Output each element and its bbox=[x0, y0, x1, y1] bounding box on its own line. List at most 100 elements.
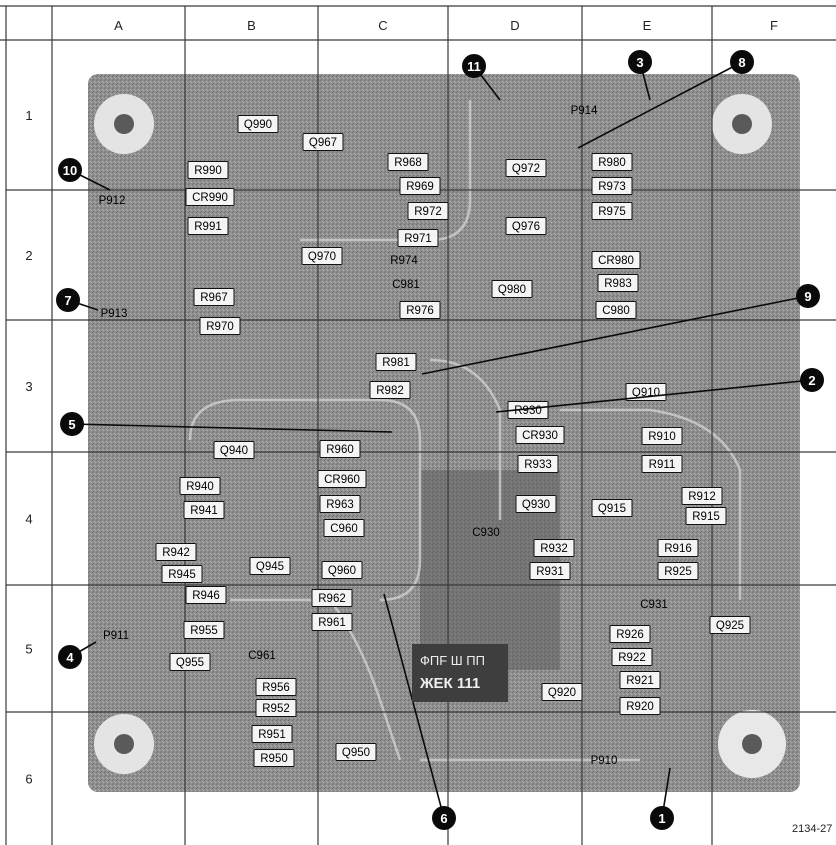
column-label-a: A bbox=[114, 18, 123, 33]
component-label-text: CR980 bbox=[598, 255, 634, 267]
component-label-q967: Q967 bbox=[302, 133, 344, 151]
component-label-r933: R933 bbox=[517, 455, 559, 473]
mounting-hole-icon bbox=[718, 710, 786, 778]
component-label-text: R955 bbox=[190, 625, 218, 637]
callout-number: 2 bbox=[808, 373, 815, 388]
component-label-q980: Q980 bbox=[491, 280, 533, 298]
component-label-text: C981 bbox=[392, 279, 420, 291]
component-label-text: C930 bbox=[472, 527, 500, 539]
component-label-text: Q930 bbox=[522, 499, 550, 511]
component-label-text: R970 bbox=[206, 321, 234, 333]
callout-4: 4 bbox=[58, 645, 82, 669]
component-label-p911: P911 bbox=[103, 630, 129, 642]
component-label-p913: P913 bbox=[101, 308, 128, 320]
component-label-q972: Q972 bbox=[505, 159, 547, 177]
component-label-r975: R975 bbox=[591, 202, 633, 220]
component-label-r961: R961 bbox=[311, 613, 353, 631]
component-label-text: R975 bbox=[598, 206, 626, 218]
component-label-text: R946 bbox=[192, 590, 220, 602]
component-label-text: C931 bbox=[640, 599, 668, 611]
component-label-text: R925 bbox=[664, 566, 692, 578]
callout-leader-9 bbox=[421, 295, 809, 375]
component-label-r968: R968 bbox=[387, 153, 429, 171]
component-label-p914: P914 bbox=[571, 105, 598, 117]
callout-5: 5 bbox=[60, 412, 84, 436]
callout-number: 10 bbox=[63, 163, 77, 178]
callout-7: 7 bbox=[56, 288, 80, 312]
component-label-r945: R945 bbox=[161, 565, 203, 583]
component-label-r916: R916 bbox=[657, 539, 699, 557]
component-label-r946: R946 bbox=[185, 586, 227, 604]
component-label-text: R926 bbox=[616, 629, 644, 641]
component-label-text: Q955 bbox=[176, 657, 204, 669]
component-label-text: R950 bbox=[260, 753, 288, 765]
component-label-text: R956 bbox=[262, 682, 290, 694]
component-label-text: R951 bbox=[258, 729, 286, 741]
callout-number: 3 bbox=[636, 55, 643, 70]
component-label-r969: R969 bbox=[399, 177, 441, 195]
component-label-text: P910 bbox=[591, 755, 618, 767]
component-label-r952: R952 bbox=[255, 699, 297, 717]
callout-2: 2 bbox=[800, 368, 824, 392]
component-label-text: C960 bbox=[330, 523, 358, 535]
component-label-q940: Q940 bbox=[213, 441, 255, 459]
row-label-4: 4 bbox=[25, 512, 32, 527]
component-label-q930: Q930 bbox=[515, 495, 557, 513]
component-label-c980: C980 bbox=[595, 301, 637, 319]
column-label-f: F bbox=[770, 18, 778, 33]
component-label-text: Q976 bbox=[512, 221, 540, 233]
component-label-q945: Q945 bbox=[249, 557, 291, 575]
component-label-r910: R910 bbox=[641, 427, 683, 445]
callout-number: 4 bbox=[66, 650, 74, 665]
component-label-text: P912 bbox=[99, 195, 126, 207]
component-label-r922: R922 bbox=[611, 648, 653, 666]
component-label-r971: R971 bbox=[397, 229, 439, 247]
component-label-text: Q950 bbox=[342, 747, 370, 759]
component-label-r976: R976 bbox=[399, 301, 441, 319]
component-label-p912: P912 bbox=[99, 195, 126, 207]
component-label-text: R991 bbox=[194, 221, 222, 233]
row-label-6: 6 bbox=[25, 772, 32, 787]
callouts: 1 2 3 4 5 6 7 8 9 10 11 bbox=[56, 50, 824, 830]
component-label-text: P914 bbox=[571, 105, 598, 117]
component-label-r925: R925 bbox=[657, 562, 699, 580]
component-label-text: R940 bbox=[186, 481, 214, 493]
callout-number: 1 bbox=[658, 811, 665, 826]
component-label-q915: Q915 bbox=[591, 499, 633, 517]
column-label-b: B bbox=[247, 18, 256, 33]
component-label-r982: R982 bbox=[369, 381, 411, 399]
component-label-r963: R963 bbox=[319, 495, 361, 513]
component-label-r970: R970 bbox=[199, 317, 241, 335]
component-label-text: R960 bbox=[326, 444, 354, 456]
callout-10: 10 bbox=[58, 158, 82, 182]
component-label-r990: R990 bbox=[187, 161, 229, 179]
component-label-text: CR930 bbox=[522, 430, 558, 442]
callout-number: 6 bbox=[440, 811, 447, 826]
component-label-text: C961 bbox=[248, 650, 276, 662]
component-label-q920: Q920 bbox=[541, 683, 583, 701]
component-label-text: P911 bbox=[103, 630, 129, 642]
callout-number: 5 bbox=[68, 417, 75, 432]
component-label-r980: R980 bbox=[591, 153, 633, 171]
callout-number: 11 bbox=[467, 59, 481, 74]
column-label-e: E bbox=[643, 18, 652, 33]
component-label-text: R921 bbox=[626, 675, 654, 687]
component-label-cr960: CR960 bbox=[317, 470, 367, 488]
callout-number: 9 bbox=[804, 289, 811, 304]
component-label-text: R967 bbox=[200, 292, 228, 304]
component-label-r973: R973 bbox=[591, 177, 633, 195]
component-label-text: Q970 bbox=[308, 251, 336, 263]
component-label-r942: R942 bbox=[155, 543, 197, 561]
callout-1: 1 bbox=[650, 806, 674, 830]
component-label-text: R941 bbox=[190, 505, 218, 517]
component-label-c930: C930 bbox=[472, 527, 500, 539]
component-label-r932: R932 bbox=[533, 539, 575, 557]
figure-id: 2134-27 bbox=[792, 823, 832, 835]
component-label-text: R930 bbox=[514, 405, 542, 417]
component-label-r951: R951 bbox=[251, 725, 293, 743]
callout-8: 8 bbox=[730, 50, 754, 74]
component-label-text: Q972 bbox=[512, 163, 540, 175]
component-label-r955: R955 bbox=[183, 621, 225, 639]
